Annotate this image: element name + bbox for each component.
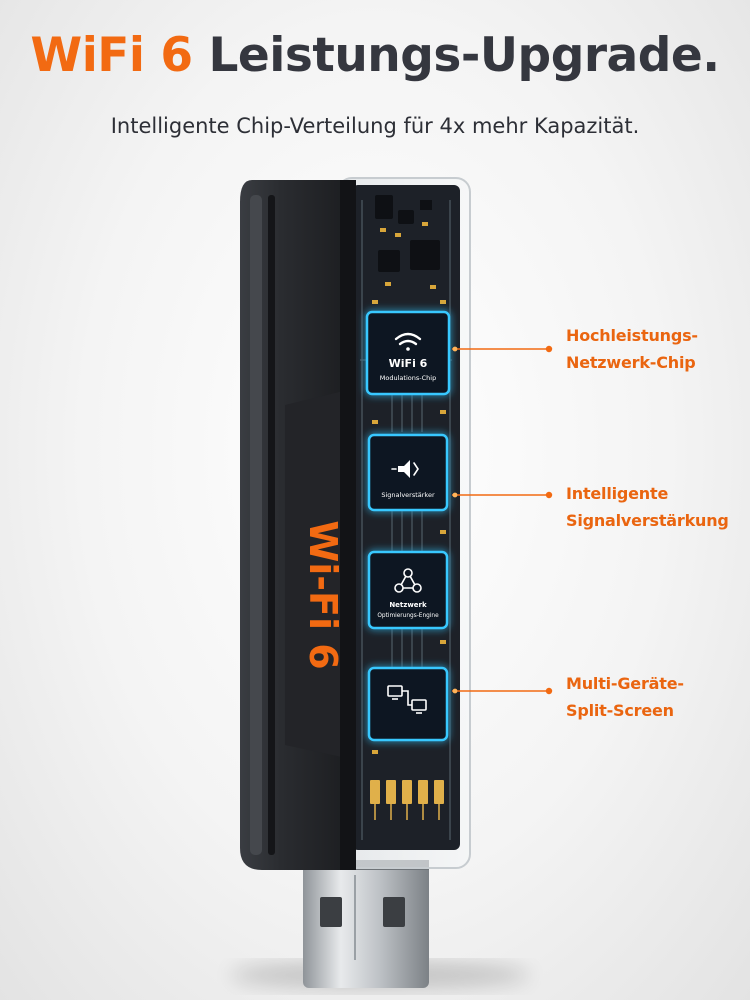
signal-amplifier-icon bbox=[391, 460, 419, 478]
callout-signal-boost-line2: Signalverstärkung bbox=[566, 511, 729, 530]
connector-dot-1 bbox=[545, 345, 553, 353]
wifi-icon bbox=[394, 332, 422, 351]
callout-multi-device: Multi-Geräte- Split-Screen bbox=[566, 670, 684, 724]
callout-multi-device-line1: Multi-Geräte- bbox=[566, 674, 684, 693]
callout-network-chip-line1: Hochleistungs- bbox=[566, 326, 698, 345]
chip-wifi-modulation: WiFi 6 Modulations-Chip bbox=[365, 310, 451, 396]
callout-network-chip-line2: Netzwerk-Chip bbox=[566, 353, 696, 372]
chip-multi-device bbox=[367, 666, 449, 742]
usb-plug bbox=[303, 860, 429, 988]
headline: WiFi 6 Leistungs-Upgrade. bbox=[0, 28, 750, 83]
chip-network-engine: Netzwerk Optimierungs-Engine bbox=[367, 550, 449, 630]
connector-dot-3 bbox=[545, 687, 553, 695]
devices-icon bbox=[387, 685, 427, 714]
callout-connectors bbox=[452, 348, 549, 692]
adapter-housing bbox=[240, 180, 356, 870]
chip-title-network: Netzwerk bbox=[389, 601, 427, 609]
side-label-wifi6: Wi-Fi 6 bbox=[301, 520, 345, 669]
chip-caption-engine: Optimierungs-Engine bbox=[377, 613, 439, 619]
callout-multi-device-line2: Split-Screen bbox=[566, 701, 674, 720]
circuit-board bbox=[352, 185, 460, 850]
network-nodes-icon bbox=[394, 568, 422, 593]
headline-rest: Leistungs-Upgrade. bbox=[208, 28, 720, 83]
callout-signal-boost: Intelligente Signalverstärkung bbox=[566, 480, 729, 534]
chip-title-wifi6: WiFi 6 bbox=[389, 357, 428, 370]
chip-caption-amplifier: Signalverstärker bbox=[381, 491, 435, 499]
headline-accent: WiFi 6 bbox=[30, 28, 193, 83]
connector-dot-2 bbox=[545, 491, 553, 499]
subheadline: Intelligente Chip-Verteilung für 4x mehr… bbox=[110, 114, 640, 138]
chip-signal-amplifier: Signalverstärker bbox=[367, 433, 449, 512]
chip-caption-modulation: Modulations-Chip bbox=[380, 374, 436, 382]
callout-signal-boost-line1: Intelligente bbox=[566, 484, 669, 503]
callout-network-chip: Hochleistungs- Netzwerk-Chip bbox=[566, 322, 698, 376]
